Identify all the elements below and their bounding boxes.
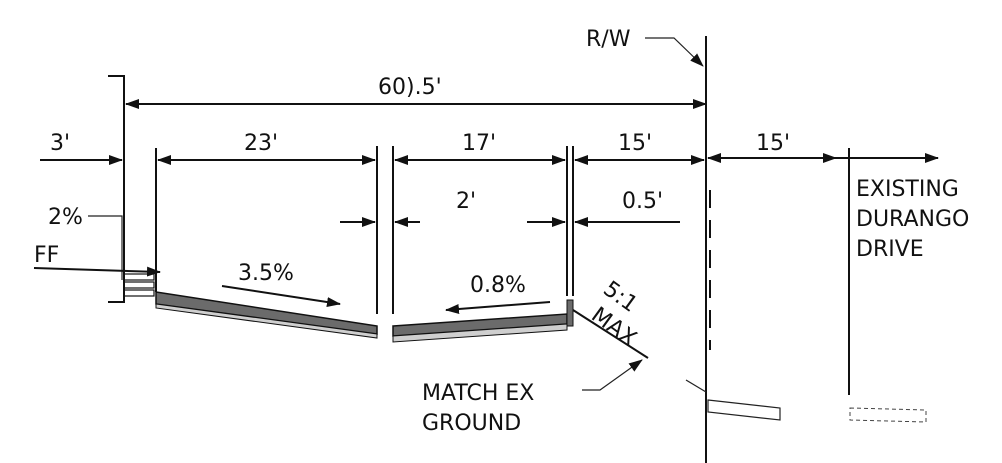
match-leader [582,359,643,391]
existing-curb-dashed [849,407,927,423]
existing-ground-faint-left [685,379,707,393]
dim-3-label: 3' [50,131,70,156]
ff-arrow [33,266,161,277]
existing-line-1: EXISTING [856,177,959,202]
curb-block [566,299,574,327]
slope-35-label: 3.5% [238,261,294,286]
slope-08-arrow [445,301,551,314]
match-line-2: GROUND [422,411,521,436]
base-right [392,323,568,343]
existing-pavement-slab [707,399,781,421]
existing-line-3: DRIVE [856,237,924,262]
rw-label: R/W [586,27,631,52]
match-line-1: MATCH EX [422,381,534,406]
overall-width-label: 60).5' [378,75,442,100]
slope-08-label: 0.8% [470,273,526,298]
stoop-step-3 [123,289,155,297]
building-face-line [108,75,125,303]
ff-label: FF [34,243,59,268]
base-left [155,303,378,339]
max-label: MAX [586,303,640,352]
dim-2-label: 2' [456,189,476,214]
slope-35-arrow [221,285,341,307]
dim-17-label: 17' [462,131,496,156]
dim-15-left-label: 15' [618,131,652,156]
pct-2-leader [88,215,123,280]
stoop-step-1 [123,273,155,281]
pct-2-label: 2% [48,205,83,230]
dim-15-right-label: 15' [756,131,790,156]
dim-23-label: 23' [244,131,278,156]
rw-leader [645,37,704,67]
existing-line-2: DURANGO [856,207,969,232]
dim-05-label: 0.5' [622,189,663,214]
side-slope-line [572,309,649,359]
stoop-step-2 [123,281,155,289]
